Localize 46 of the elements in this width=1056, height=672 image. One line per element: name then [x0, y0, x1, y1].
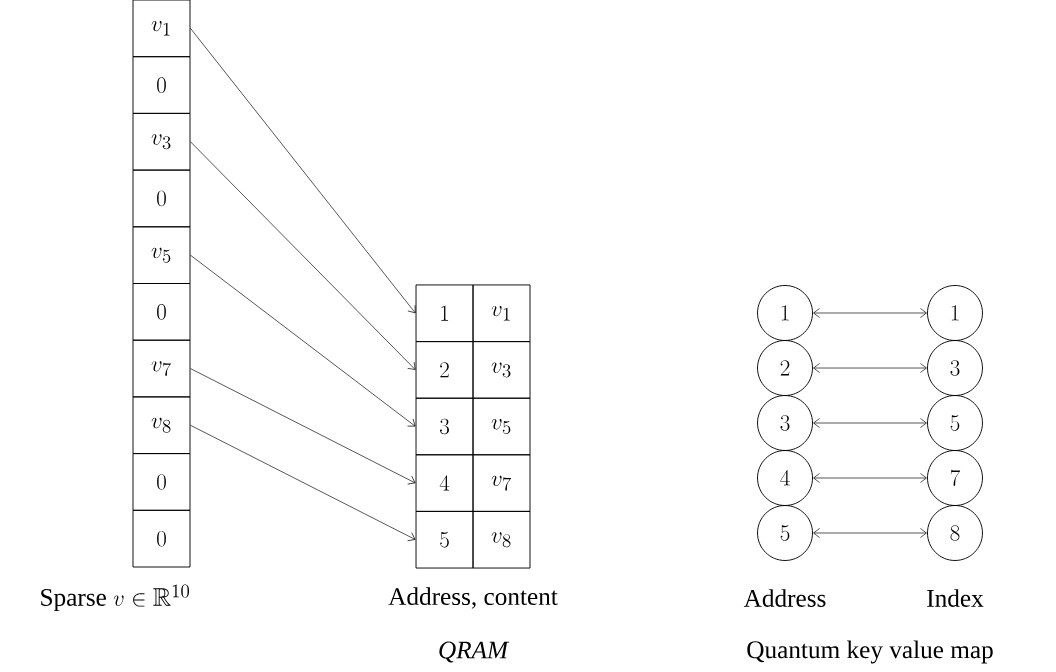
table-cell: $v_3$ — [132, 112, 191, 171]
circle-node: $4$ — [757, 450, 813, 506]
caption: Address, content — [388, 587, 558, 609]
caption: $\text{Sparse } v \in \mathbb{R}^{10}$ — [41, 584, 189, 611]
arrow — [813, 473, 927, 483]
arrow — [813, 363, 927, 373]
circle-node: $5$ — [927, 395, 983, 451]
circle-node: $1$ — [757, 285, 813, 341]
caption: Quantum key value map — [747, 640, 993, 664]
table-cell: $v_1$ — [472, 284, 531, 343]
caption: QRAM — [439, 641, 510, 663]
circle-node: $1$ — [927, 285, 983, 341]
caption: Index — [927, 589, 984, 607]
table-cell: $v_5$ — [132, 226, 191, 284]
arrow — [190, 368, 416, 485]
arrow — [190, 141, 416, 370]
arrow — [813, 418, 927, 428]
arrow — [190, 424, 416, 542]
table-cell: $v_5$ — [472, 397, 531, 456]
table-cell: $3$ — [415, 397, 474, 456]
arrow — [190, 28, 416, 314]
table-cell: $v_8$ — [472, 510, 531, 569]
table-cell: $v_1$ — [132, 0, 191, 58]
arrow — [813, 308, 927, 318]
table-cell: $0$ — [132, 509, 191, 568]
table-cell: $v_8$ — [132, 396, 191, 455]
circle-node: $5$ — [757, 505, 813, 561]
circle-node: $2$ — [757, 340, 813, 396]
table-cell: $v_3$ — [472, 341, 531, 399]
arrow — [190, 254, 416, 427]
table-cell: $0$ — [132, 283, 191, 341]
circle-node: $8$ — [927, 505, 983, 561]
caption: Address — [743, 589, 826, 607]
circle-node: $7$ — [927, 450, 983, 506]
table-cell: $2$ — [415, 341, 474, 399]
table-cell: $0$ — [132, 56, 191, 114]
table-cell: $1$ — [415, 284, 474, 343]
table-cell: $4$ — [415, 454, 474, 512]
table-cell: $0$ — [132, 453, 191, 511]
table-cell: $v_7$ — [472, 454, 531, 512]
table-cell: $5$ — [415, 510, 474, 569]
circle-node: $3$ — [927, 340, 983, 396]
circle-node: $3$ — [757, 395, 813, 451]
table-cell: $0$ — [132, 169, 191, 228]
table-cell: $v_7$ — [132, 339, 191, 398]
arrow — [813, 528, 927, 538]
